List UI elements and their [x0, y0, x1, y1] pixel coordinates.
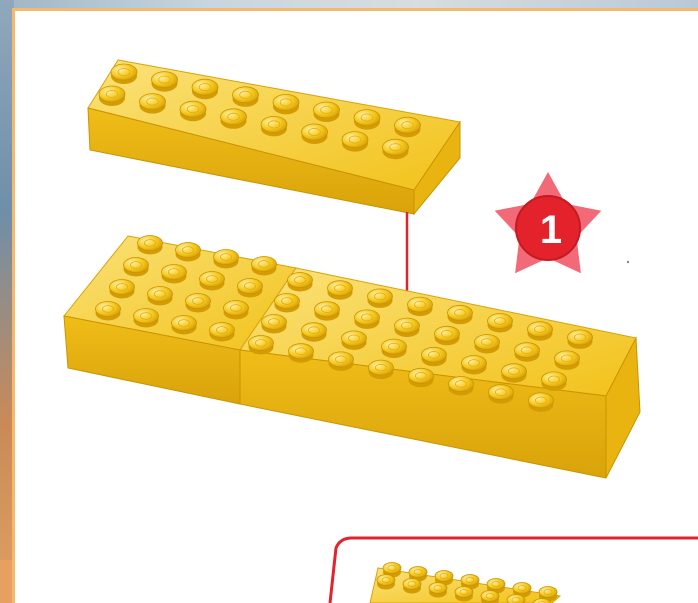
brick-stud	[110, 280, 135, 299]
brick-stud	[329, 352, 354, 371]
brick-stud	[214, 250, 239, 269]
brick-stud	[111, 64, 137, 84]
brick-stud	[262, 315, 287, 334]
brick-stud	[369, 360, 394, 379]
brick-stud	[403, 579, 421, 594]
brick-stud	[568, 330, 593, 349]
brick-stud	[172, 316, 197, 335]
brick-stud	[455, 587, 473, 602]
brick-stud	[238, 279, 263, 298]
brick-stud	[152, 72, 178, 92]
brick-stud	[162, 265, 187, 284]
callout-box	[330, 538, 698, 603]
brick-stud	[302, 124, 328, 144]
brick-stud	[224, 301, 249, 320]
brick-stud	[315, 302, 340, 321]
brick-stud	[148, 287, 173, 306]
brick-stud	[462, 356, 487, 375]
brick-stud	[481, 591, 499, 603]
base-brick-right	[240, 268, 640, 478]
brick-stud	[555, 351, 580, 370]
brick-stud	[252, 257, 277, 276]
brick-stud	[210, 323, 235, 342]
brick-stud	[134, 309, 159, 328]
brick-stud	[124, 258, 149, 277]
brick-stud	[180, 101, 206, 121]
brick-stud	[140, 94, 166, 114]
brick-stud	[528, 322, 553, 341]
step-number: 1	[494, 180, 604, 280]
brick-stud	[249, 336, 274, 355]
brick-stud	[422, 347, 447, 366]
brick-stud	[273, 94, 299, 114]
brick-stud	[489, 385, 514, 404]
brick-stud	[342, 132, 368, 152]
brick-stud	[395, 318, 420, 337]
brick-stud	[507, 595, 525, 603]
brick-stud	[435, 326, 460, 345]
brick-stud	[515, 343, 540, 362]
brick-stud	[368, 289, 393, 308]
step-badge: 1	[494, 180, 604, 280]
speck	[627, 261, 629, 263]
brick-stud	[288, 273, 313, 292]
brick-stud	[275, 294, 300, 313]
brick-stud	[200, 272, 225, 291]
brick-stud	[529, 393, 554, 412]
brick-stud	[502, 364, 527, 383]
brick-stud	[96, 302, 121, 321]
brick-stud	[448, 305, 473, 324]
brick-stud	[409, 368, 434, 387]
brick-stud	[138, 236, 163, 255]
brick-stud	[233, 87, 259, 107]
brick-stud	[354, 110, 380, 130]
brick-stud	[302, 323, 327, 342]
brick-stud	[314, 102, 340, 122]
brick-stud	[261, 116, 287, 136]
brick-stud	[377, 575, 395, 590]
top-brick	[88, 60, 460, 214]
brick-stud	[192, 79, 218, 99]
brick-stud	[186, 294, 211, 313]
brick-stud	[342, 331, 367, 350]
brick-stud	[328, 281, 353, 300]
brick-stud	[221, 109, 247, 129]
brick-stud	[383, 139, 409, 159]
brick-stud	[475, 335, 500, 354]
brick-stud	[429, 583, 447, 598]
brick-stud	[176, 243, 201, 262]
brick-stud	[395, 117, 421, 137]
brick-stud	[542, 372, 567, 391]
brick-stud	[355, 310, 380, 329]
brick-stud	[488, 314, 513, 333]
brick-stud	[289, 344, 314, 363]
brick-stud	[382, 339, 407, 358]
brick-stud	[449, 377, 474, 396]
brick-stud	[99, 86, 125, 106]
brick-stud	[408, 297, 433, 316]
